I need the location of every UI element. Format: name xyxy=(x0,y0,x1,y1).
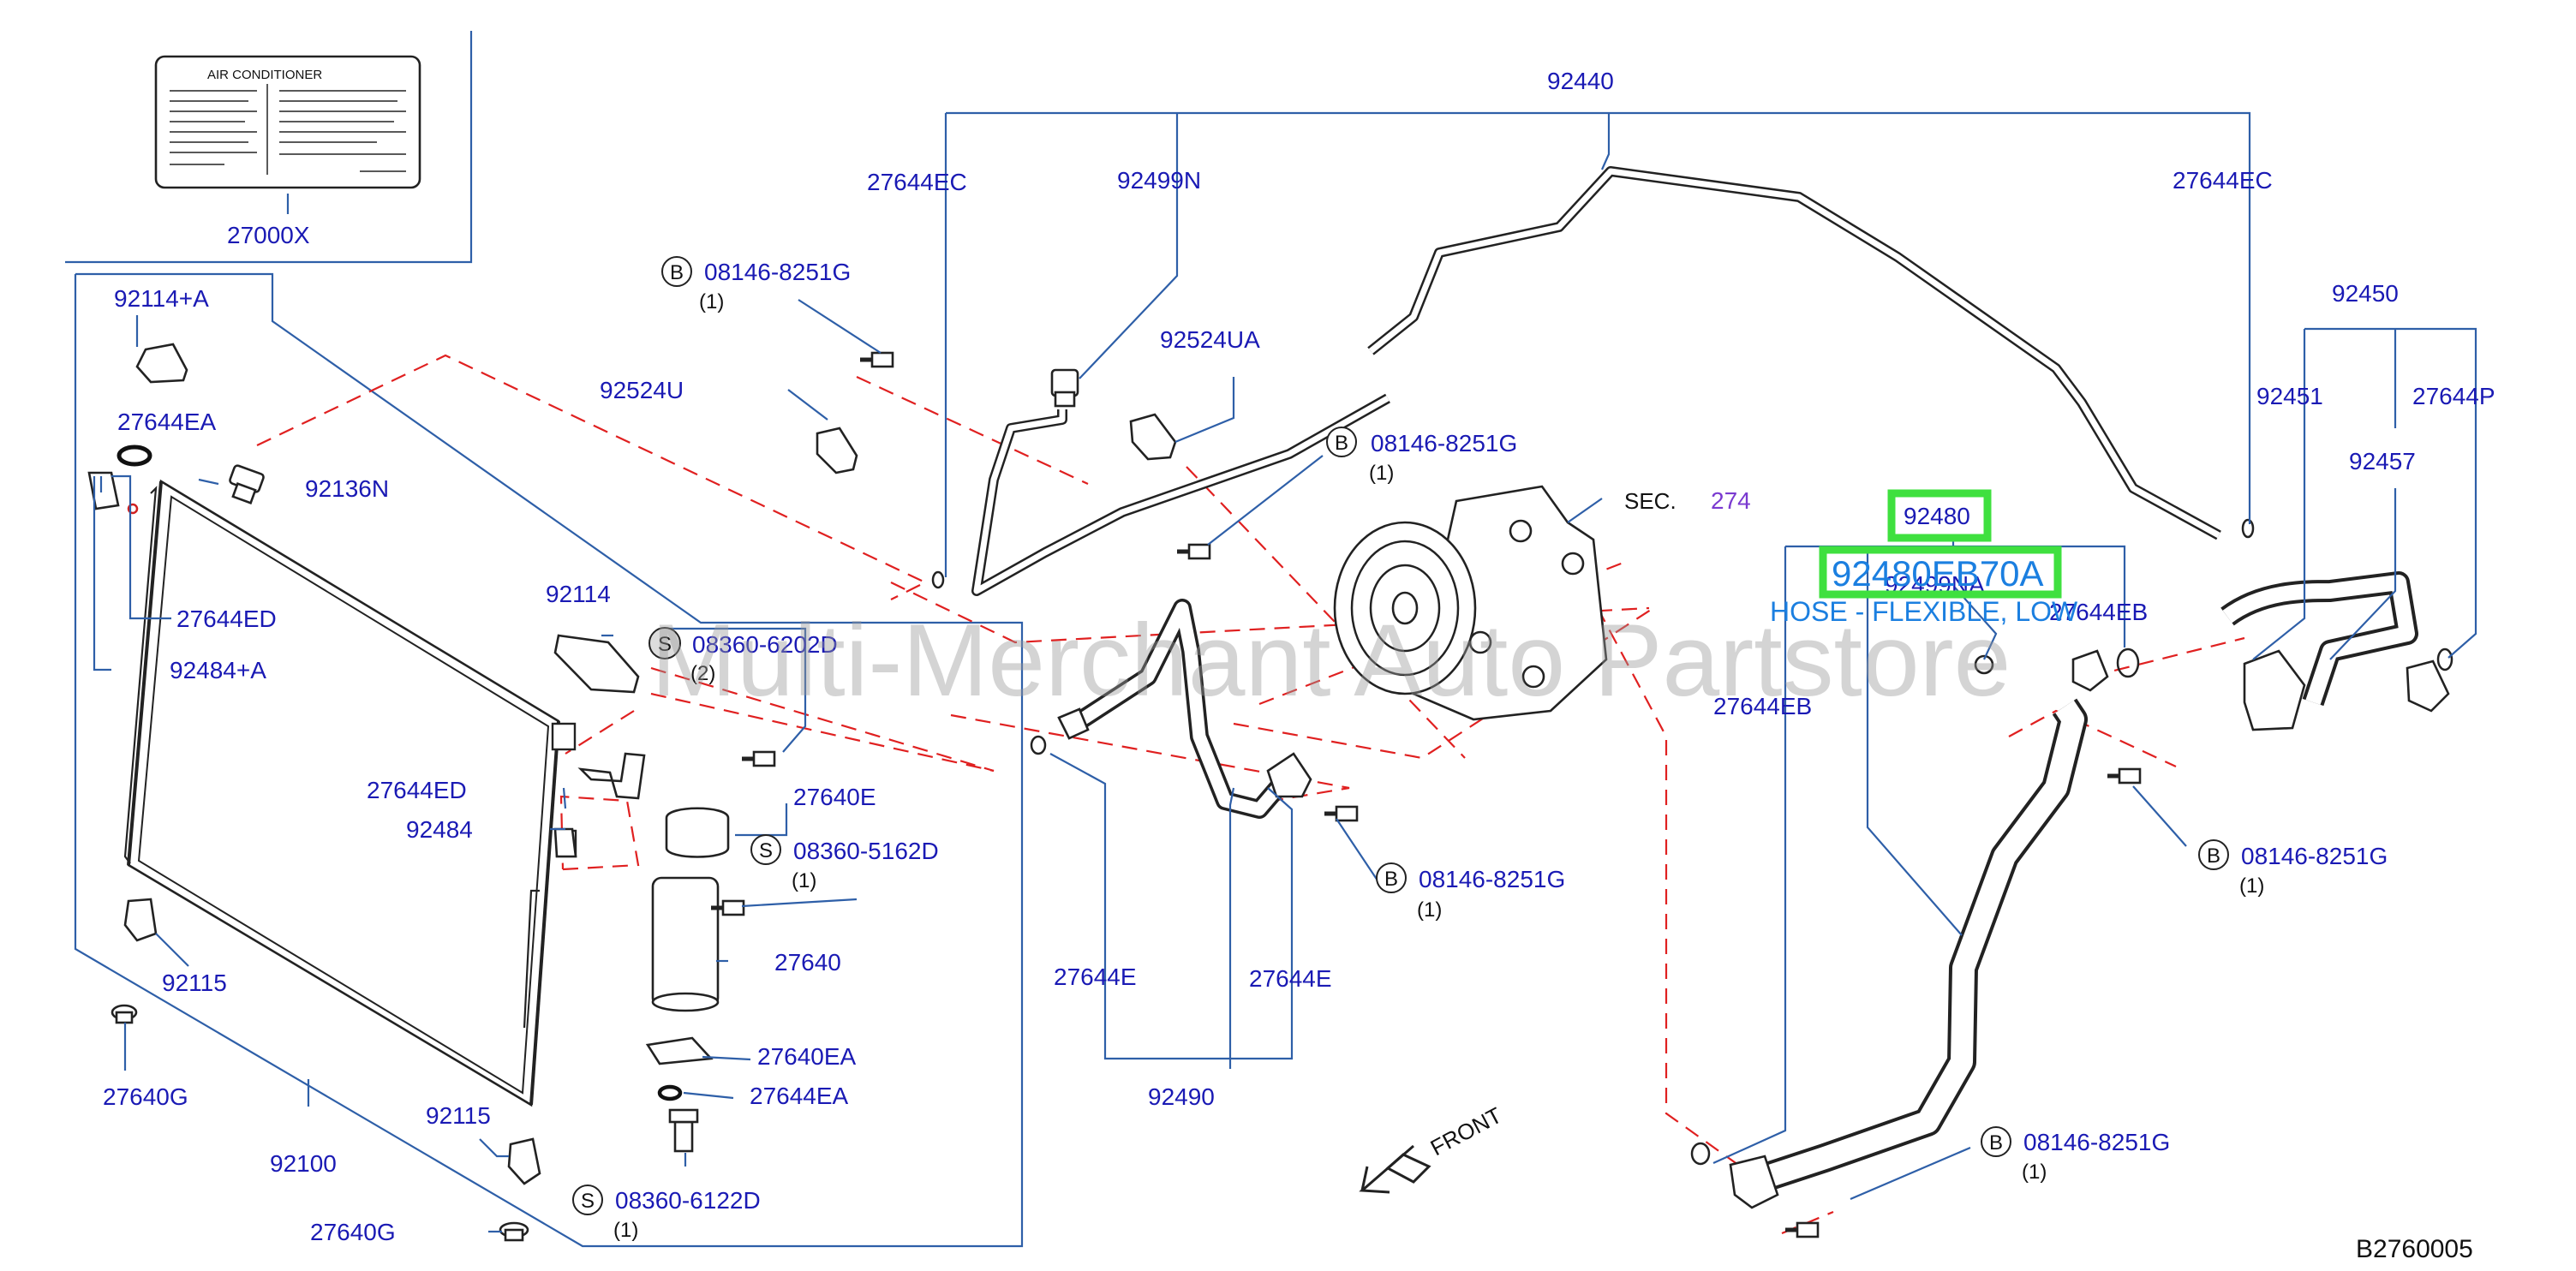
o-rings-and-caps xyxy=(931,368,2453,1166)
label-92115-b: 92115 xyxy=(426,1102,491,1129)
callout-s3-letter: S xyxy=(581,1190,595,1213)
highlight-ref[interactable]: 92480 xyxy=(1904,503,1970,529)
label-27640ea: 27640EA xyxy=(757,1043,857,1070)
front-label: FRONT xyxy=(1426,1102,1506,1161)
parts xyxy=(87,55,2453,1242)
callout-b1-qty: (1) xyxy=(699,290,724,313)
callout-s1-pn: 08360-6202D xyxy=(692,631,838,658)
callout-s2-letter: S xyxy=(759,839,773,862)
callout-b5-qty: (1) xyxy=(2022,1161,2047,1184)
label-card-title: AIR CONDITIONER xyxy=(207,68,322,82)
diagram-code: B2760005 xyxy=(2356,1235,2473,1263)
sec-number: 274 xyxy=(1711,487,1751,514)
callout-s2-qty: (1) xyxy=(792,869,816,892)
label-27644eb-b: 27644EB xyxy=(1713,693,1812,719)
callout-s1-letter: S xyxy=(658,633,672,656)
label-27644e-b: 27644E xyxy=(1249,965,1332,992)
label-92440: 92440 xyxy=(1547,68,1614,94)
bracket-92114a xyxy=(135,343,188,384)
bracket-92114 xyxy=(553,634,640,694)
label-27644ea-b: 27644EA xyxy=(750,1083,849,1109)
callout-b3-qty: (1) xyxy=(1417,898,1442,922)
sec-prefix: SEC. xyxy=(1624,488,1676,514)
label-27000x: 27000X xyxy=(227,222,310,248)
callout-b3-letter: B xyxy=(1384,868,1398,891)
label-27644ec-a: 27644EC xyxy=(867,169,967,195)
label-27644ec-b: 27644EC xyxy=(2173,167,2273,194)
bracket-92115-lower xyxy=(507,1137,541,1185)
label-27640: 27640 xyxy=(774,949,841,976)
callout-b1-pn: 08146-8251G xyxy=(704,259,851,285)
bracket-92115 xyxy=(123,898,158,942)
grommet-27640g xyxy=(111,1004,138,1024)
callout-s2-pn: 08360-5162D xyxy=(793,838,939,864)
fastener-callouts: B 08146-8251G (1) B 08146-8251G (1) B 08… xyxy=(581,259,2388,1242)
callout-b5-letter: B xyxy=(1989,1131,2003,1155)
bolts xyxy=(711,351,2142,1238)
callout-b2-letter: B xyxy=(1335,432,1348,455)
callout-s3-qty: (1) xyxy=(613,1219,638,1242)
ac-label-card xyxy=(154,55,421,189)
callout-b1-letter: B xyxy=(670,261,684,284)
o-ring-27644ea xyxy=(117,445,152,467)
label-27640g-a: 27640G xyxy=(103,1083,188,1110)
liquid-tank-27640 xyxy=(645,807,730,1153)
highlight-part-number[interactable]: 92480EB70A xyxy=(1832,553,2044,594)
label-92136n: 92136N xyxy=(305,475,389,502)
callout-b5-pn: 08146-8251G xyxy=(2023,1129,2170,1155)
callout-b4-qty: (1) xyxy=(2239,874,2264,898)
part-labels: AIR CONDITIONER 27000X 92114+A 27644EA 9… xyxy=(103,68,2495,1263)
highlight-ref-box xyxy=(1887,489,1992,542)
highlight-part-box xyxy=(1819,546,2062,599)
compressor xyxy=(1333,485,1608,721)
label-92457: 92457 xyxy=(2349,448,2416,474)
highlight-92480: 92480 92480EB70A HOSE - FLEXIBLE, LOW xyxy=(1770,489,2078,627)
clip-92524ua xyxy=(1129,413,1177,461)
label-27644p: 27644P xyxy=(2412,383,2495,409)
front-arrow xyxy=(1359,1144,1431,1194)
label-27644ed-a: 27644ED xyxy=(176,606,277,632)
label-27644eb-a: 27644EB xyxy=(2049,599,2148,625)
frames xyxy=(65,31,1024,1248)
label-92114: 92114 xyxy=(546,581,611,607)
pressure-switch-92136n xyxy=(229,464,265,504)
callout-s1-qty: (2) xyxy=(690,662,715,685)
callout-b2-pn: 08146-8251G xyxy=(1371,430,1517,456)
block-92484 xyxy=(553,827,577,858)
callout-b4-pn: 08146-8251G xyxy=(2241,843,2388,869)
condenser xyxy=(123,479,577,1107)
label-92499n: 92499N xyxy=(1117,167,1201,194)
callout-b2-qty: (1) xyxy=(1369,462,1394,485)
label-92114a: 92114+A xyxy=(114,285,209,312)
label-92490: 92490 xyxy=(1148,1083,1215,1110)
callout-circles xyxy=(572,256,2229,1215)
label-92524u: 92524U xyxy=(600,377,684,403)
label-92451: 92451 xyxy=(2256,383,2323,409)
hose-92480 xyxy=(1760,698,2088,1192)
pipe-92499n xyxy=(971,393,1390,596)
callout-b3-pn: 08146-8251G xyxy=(1419,866,1565,892)
label-92115-a: 92115 xyxy=(162,970,227,996)
label-92100: 92100 xyxy=(270,1150,337,1177)
callout-b4-letter: B xyxy=(2207,844,2220,868)
label-27644ea: 27644EA xyxy=(117,409,217,435)
label-92484a: 92484+A xyxy=(170,657,266,683)
highlight-description: HOSE - FLEXIBLE, LOW xyxy=(1770,596,2078,627)
label-92450: 92450 xyxy=(2332,280,2399,307)
label-27640g-b: 27640G xyxy=(310,1219,396,1245)
label-27640e: 27640E xyxy=(793,784,876,810)
label-27644e-a: 27644E xyxy=(1054,964,1137,990)
pipe-92484 xyxy=(577,752,646,800)
leader-lines xyxy=(93,111,2477,1233)
grommet-27640g-lower xyxy=(499,1221,529,1242)
label-27644ed-b: 27644ED xyxy=(367,777,467,803)
clip-92524u xyxy=(816,427,858,474)
pipe-92440 xyxy=(1367,166,2221,540)
label-92524ua: 92524UA xyxy=(1160,326,1260,353)
label-92484: 92484 xyxy=(406,816,473,843)
watermark: Multi-Merchant Auto Partstore xyxy=(651,603,2011,718)
callout-s3-pn: 08360-6122D xyxy=(615,1187,761,1214)
